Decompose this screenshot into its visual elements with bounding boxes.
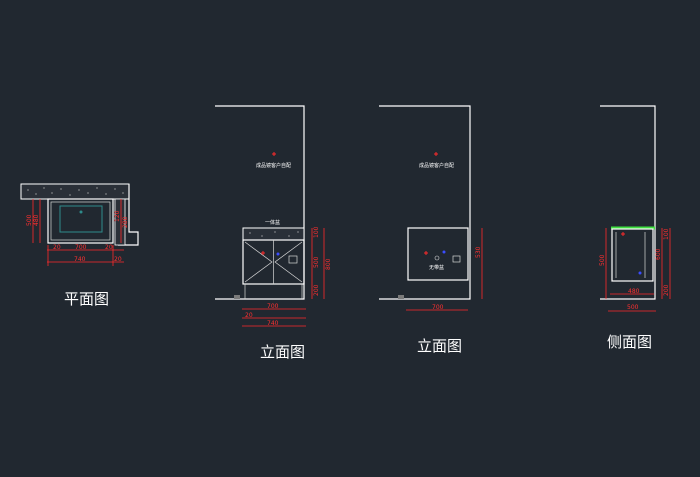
plan-view: 500 480 120 280 20 700 20 740 20 平面图 xyxy=(20,183,139,308)
elev2-wall-outline xyxy=(379,105,471,300)
plan-dim-side-a: 120 xyxy=(114,210,121,222)
elev1-right-door xyxy=(274,241,303,283)
elev2-cabinet xyxy=(407,227,469,281)
plan-dim-right-20: 20 xyxy=(105,244,113,251)
plan-dim-740: 740 xyxy=(74,256,86,263)
side-cabinet xyxy=(611,228,654,282)
elev1-wall-outline xyxy=(215,105,305,300)
elev1-dim-total: 800 xyxy=(325,258,332,270)
plan-dim-left-20: 20 xyxy=(53,244,61,251)
elev1-mirror-marker xyxy=(272,152,276,156)
plan-dim-700: 700 xyxy=(75,244,87,251)
side-dim-top-small: 100 xyxy=(663,228,670,240)
side-dim-right: 600 xyxy=(655,248,662,260)
plan-dim-depth-a: 500 xyxy=(26,214,33,226)
elev1-floor-drain xyxy=(234,295,240,299)
plan-countertop-hatch xyxy=(27,187,124,196)
elev2-water-marker xyxy=(442,250,446,254)
elev2-mirror-marker xyxy=(434,152,438,156)
side-title: 侧面图 xyxy=(607,333,652,351)
plan-cabinet-inner xyxy=(50,201,111,241)
elev1-dim-700: 700 xyxy=(267,303,279,310)
plan-wall-outline xyxy=(118,184,139,246)
elevation-view-2: 成品镜客户自配 无带盆 530 700 立面图 xyxy=(379,105,483,355)
plan-countertop xyxy=(20,183,130,200)
elev1-dim-20: 20 xyxy=(245,312,253,319)
side-dim-500: 500 xyxy=(627,304,639,311)
elevation-2-title: 立面图 xyxy=(417,337,462,355)
elev2-dim-700: 700 xyxy=(432,304,444,311)
side-dim-small: 200 xyxy=(663,284,670,296)
side-dim-480: 480 xyxy=(628,288,640,295)
side-wall-outline xyxy=(600,105,656,300)
elev1-dim-200: 200 xyxy=(313,284,320,296)
elev1-pipe-marker xyxy=(261,251,265,255)
elev2-dim-530: 530 xyxy=(475,246,482,258)
elev2-no-basin-label: 无带盆 xyxy=(429,264,444,271)
elev2-pipe-marker xyxy=(424,251,428,255)
plan-drain-icon xyxy=(79,210,83,214)
side-view: 500 600 200 100 480 500 侧面图 xyxy=(599,105,671,351)
plan-dim-right-end-20: 20 xyxy=(114,256,122,263)
elev1-basin-label: 一体盆 xyxy=(265,219,280,226)
side-pipe-marker xyxy=(621,232,625,236)
side-dim-left: 500 xyxy=(599,254,606,266)
elev1-dim-100: 100 xyxy=(313,226,320,238)
elevation-1-title: 立面图 xyxy=(260,343,305,361)
elev1-dim-740: 740 xyxy=(267,320,279,327)
elev1-left-door xyxy=(244,241,273,283)
plan-dim-depth-b: 480 xyxy=(33,214,40,226)
plan-basin xyxy=(59,205,103,233)
elevation-view-1: 成品镜客户自配 一体盆 100 500 200 800 700 20 xyxy=(215,105,332,361)
elev2-outlet-icon xyxy=(452,255,461,263)
elev2-floor-drain xyxy=(398,295,404,299)
elev2-drain-icon xyxy=(434,255,440,261)
elev1-mirror-note: 成品镜客户自配 xyxy=(256,162,291,169)
elev1-countertop xyxy=(242,227,305,241)
elev1-outlet-icon xyxy=(288,255,298,264)
plan-title: 平面图 xyxy=(64,290,109,308)
elev1-water-marker xyxy=(276,252,280,256)
plan-cabinet xyxy=(47,198,114,244)
elev2-mirror-note: 成品镜客户自配 xyxy=(419,162,454,169)
elev1-dim-500: 500 xyxy=(313,256,320,268)
plan-dim-side-b: 280 xyxy=(122,216,129,228)
side-water-marker xyxy=(638,271,642,275)
plan-side-wall xyxy=(114,198,126,246)
